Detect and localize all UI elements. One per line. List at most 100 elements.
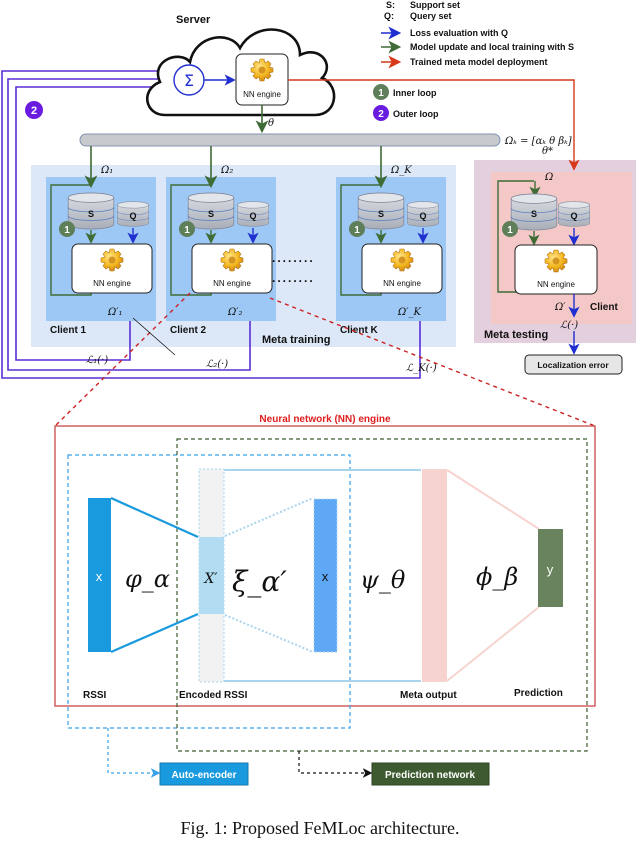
omega-definition: Ωₖ = [αₖ θ βₖ] <box>504 136 572 147</box>
client-omega-in: Ω₂ <box>220 165 233 176</box>
client-omega-out: Ω′₂ <box>227 307 243 318</box>
client-s-label: S <box>378 209 384 219</box>
meta-training-label: Meta training <box>262 334 330 346</box>
server-engine-label: NN engine <box>243 90 281 99</box>
figure-caption: Fig. 1: Proposed FeMLoc architecture. <box>181 818 460 838</box>
client-omega-in: Ω₁ <box>100 165 113 176</box>
meta-testing-loss: ℒ(·) <box>560 320 578 331</box>
client-q-label: Q <box>129 211 136 221</box>
input-label: x <box>96 569 103 584</box>
client-s-label: S <box>88 209 94 219</box>
theta-star-label: θ* <box>542 146 553 157</box>
inner-loop-legend-label: Inner loop <box>393 88 437 98</box>
encoded-layer <box>199 537 224 614</box>
inner-loop-badge-number: 1 <box>64 225 70 236</box>
parameter-bus <box>79 133 501 147</box>
client-name: Client 1 <box>50 325 87 336</box>
gear-icon <box>390 248 414 272</box>
client-name: Client 2 <box>170 325 207 336</box>
client-omega-out: Ω′₁ <box>107 307 123 318</box>
outer-loop-legend-label: Outer loop <box>393 109 439 119</box>
client-omega-out: Ω′_K <box>397 307 422 318</box>
client-loss: ℒ_K(·) <box>406 363 437 374</box>
input-layer <box>88 498 111 652</box>
legend-red-label: Trained meta model deployment <box>410 57 548 67</box>
nn-engine-frame <box>54 425 596 707</box>
nn-engine-title: Neural network (NN) engine <box>259 414 391 425</box>
outer-loop-badge <box>25 101 43 119</box>
client-engine-label: NN engine <box>383 279 421 288</box>
legend: S: Support set Q: Query set Loss evaluat… <box>373 0 574 121</box>
meta-output-caption: Meta output <box>400 690 457 701</box>
decoder-function: ξ_α′ <box>232 565 287 598</box>
ellipsis-dots: ........ <box>272 251 315 265</box>
meta-testing-label: Meta testing <box>484 329 548 341</box>
gear-icon <box>544 249 568 273</box>
output-layer <box>538 529 563 607</box>
output-label: y <box>547 562 554 577</box>
inner-loop-badge <box>179 221 195 237</box>
gear-icon <box>100 248 124 272</box>
meta-testing-omega-in: Ω <box>544 172 553 183</box>
legend-q-value: Query set <box>410 11 452 21</box>
gear-icon <box>220 248 244 272</box>
prediction-network-label: Prediction network <box>385 770 475 781</box>
prediction-network-badge <box>371 762 490 786</box>
client-engine-label: NN engine <box>93 279 131 288</box>
outer-loop-lines <box>1 64 421 379</box>
client-name: Client K <box>340 325 379 336</box>
meta-testing-inner-badge: 1 <box>507 225 513 236</box>
meta-testing-omega-out: Ω′ <box>554 302 566 313</box>
meta-function: ψ_θ <box>360 566 406 594</box>
inner-loop-badge <box>59 221 75 237</box>
client-s-label: S <box>208 209 214 219</box>
ellipsis-dots-2: ........ <box>272 271 315 285</box>
legend-green-label: Model update and local training with S <box>410 42 574 52</box>
inner-loop-badge <box>349 221 365 237</box>
meta-testing-client-label: Client <box>590 302 618 313</box>
encoder-function: φ_α <box>125 565 170 593</box>
localization-error-label: Localization error <box>537 360 609 370</box>
reconstruction-label: x <box>322 569 329 584</box>
legend-q-key: Q: <box>384 11 394 21</box>
encoded-rssi-caption: Encoded RSSI <box>179 690 248 701</box>
client-loss: ℒ₁(·) <box>86 355 108 366</box>
autoencoder-region <box>67 454 351 729</box>
client-q-label: Q <box>249 211 256 221</box>
meta-output-layer <box>422 469 447 682</box>
theta-label: θ <box>268 118 274 129</box>
rssi-caption: RSSI <box>83 690 107 701</box>
client-q-label: Q <box>419 211 426 221</box>
outer-loop-legend-badge: 2 <box>378 109 384 120</box>
meta-testing-s: S <box>531 209 537 219</box>
inner-loop-badge-number: 1 <box>354 225 360 236</box>
reconstruction-layer <box>313 498 338 653</box>
meta-testing-q: Q <box>570 211 577 221</box>
autoencoder-badge <box>159 762 249 786</box>
prediction-function: ϕ_β <box>476 563 518 591</box>
encoded-label: X′ <box>203 571 218 587</box>
legend-s-value: Support set <box>410 0 460 10</box>
legend-blue-label: Loss evaluation with Q <box>410 28 508 38</box>
sum-icon: Σ <box>184 71 194 90</box>
legend-s-key: S: <box>386 0 395 10</box>
prediction-network-region <box>176 438 588 752</box>
meta-testing-engine-label: NN engine <box>537 280 575 289</box>
outer-loop-badge-number: 2 <box>31 105 37 117</box>
localization-error-box <box>524 354 623 375</box>
server-label: Server <box>176 14 211 26</box>
inner-loop-badge-number: 1 <box>184 225 190 236</box>
autoencoder-label: Auto-encoder <box>172 770 237 781</box>
client-engine-label: NN engine <box>213 279 251 288</box>
client-omega-in: Ω_K <box>390 165 412 176</box>
meta-testing-client: Ω S Q 1 NN engine Ω′ Client ℒ(·) Localiz… <box>497 172 623 375</box>
client-loss: ℒ₂(·) <box>206 359 228 370</box>
inner-loop-legend-badge: 1 <box>378 88 384 99</box>
gear-icon <box>250 58 274 82</box>
prediction-caption: Prediction <box>514 688 563 699</box>
